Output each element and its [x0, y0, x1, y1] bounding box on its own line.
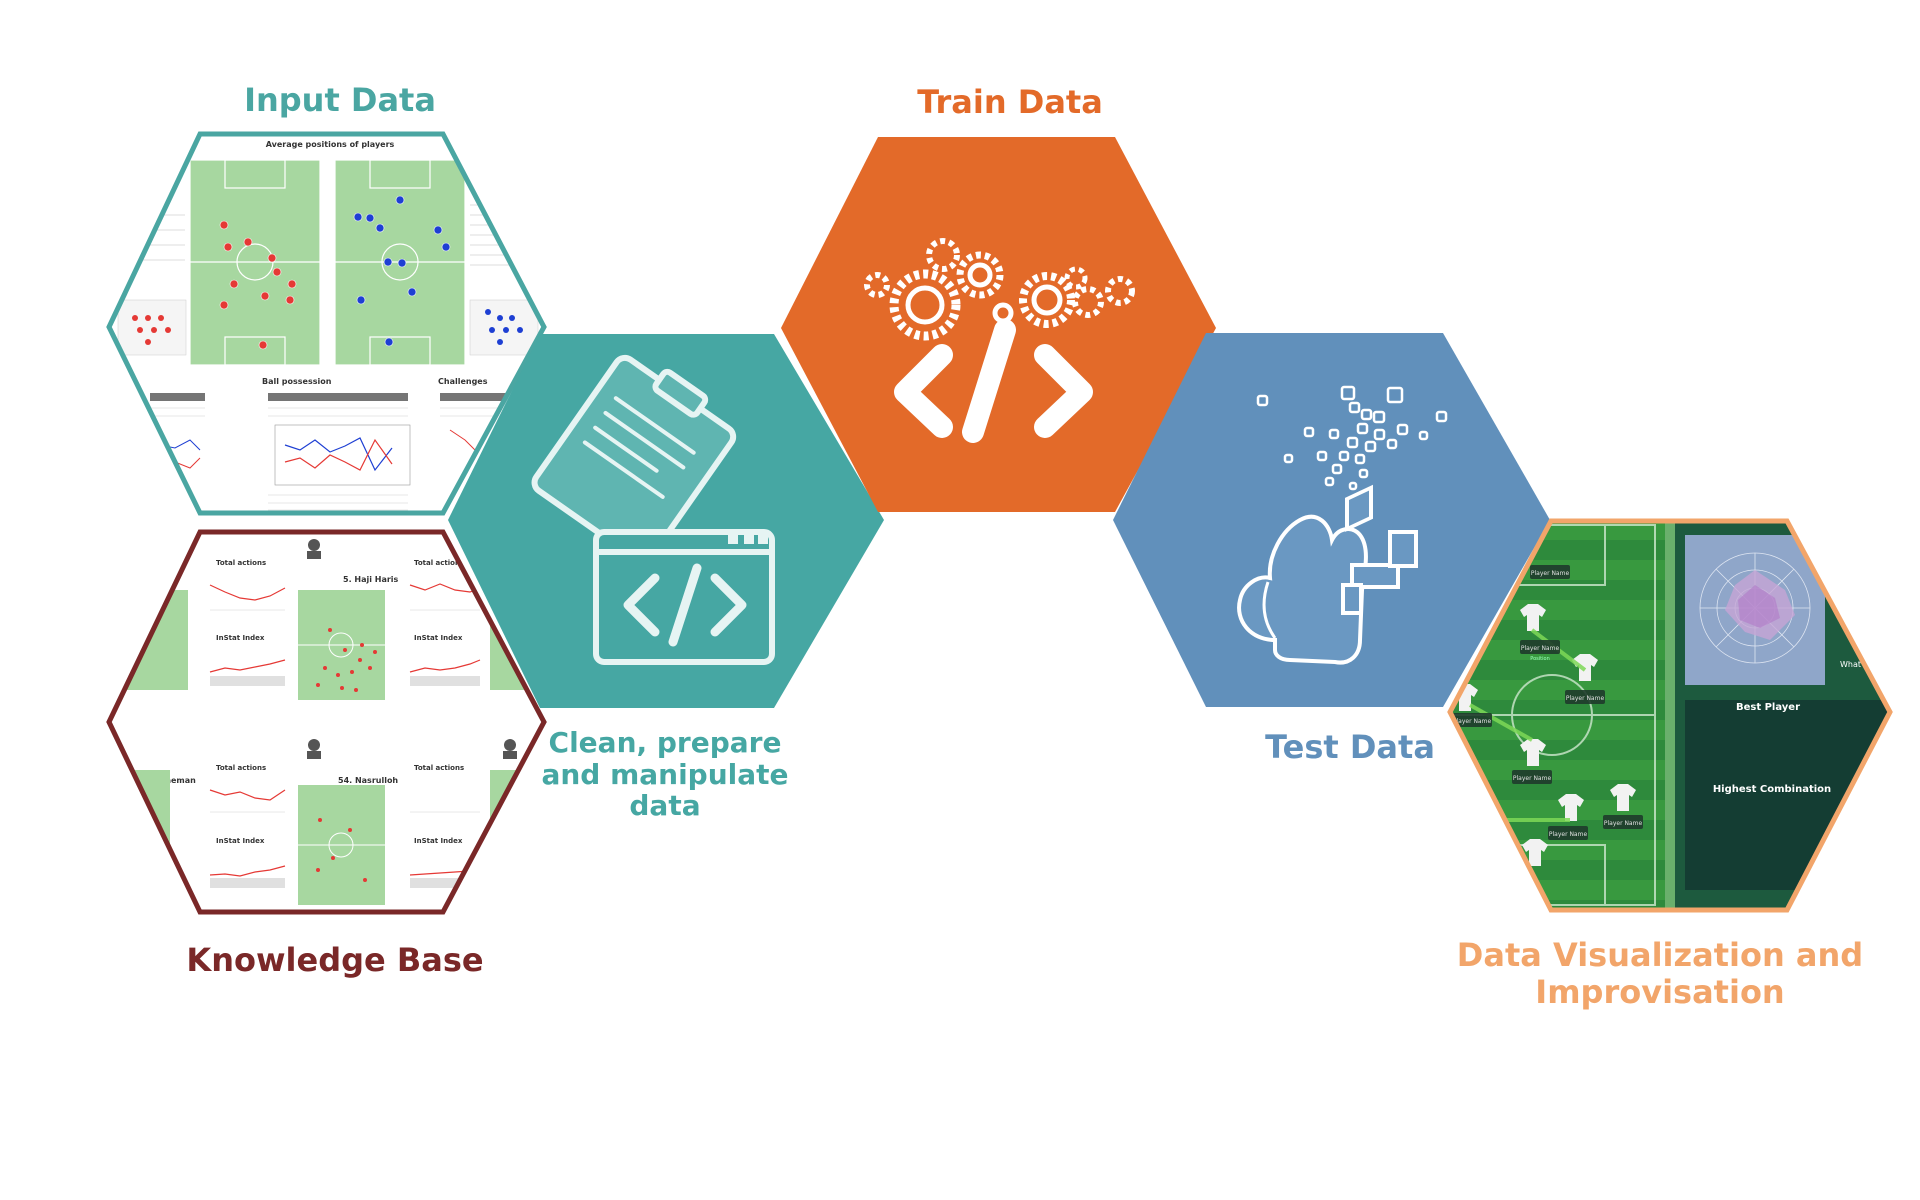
viz-player-name-6: Player Name	[1549, 831, 1588, 838]
input-data-thumbnail: Average positions of players	[109, 134, 544, 513]
clipboard-code-icon	[531, 354, 775, 665]
viz-position-label: Position	[1530, 656, 1549, 662]
kb-total-actions-label-3: Total actions	[216, 764, 266, 772]
data-visualization-label-line2: Improvisation	[1535, 972, 1785, 1011]
data-visualization-label-line1: Data Visualization and	[1456, 936, 1864, 974]
input-data-hexagon: Average positions of players	[106, 131, 547, 516]
input-title: Average positions of players	[266, 140, 395, 149]
blue-team-dots	[353, 195, 451, 347]
red-team-dots	[219, 220, 297, 350]
viz-what-is-label: What is	[1840, 660, 1870, 669]
input-data-hexagon-border	[106, 131, 547, 516]
kb-instat-index-label-3: InStat Index	[216, 837, 265, 845]
viz-best-player-label: Best Player	[1736, 702, 1800, 713]
challenges-label: Challenges	[438, 377, 488, 386]
kb-total-actions-label: Total actions	[216, 559, 266, 567]
clean-data-label-line2: and manipulate	[541, 757, 789, 791]
viz-player-name-3: Player Name	[1513, 775, 1552, 782]
clean-data-label-line3: data	[629, 789, 701, 823]
train-data-label: Train Data	[917, 83, 1103, 121]
kb-player-bottom-mid: 54. Nasrulloh	[338, 776, 398, 785]
viz-highest-combination-label: Highest Combination	[1713, 784, 1831, 795]
data-visualization-thumbnail: Player Name Player Name Player Name Play…	[1450, 521, 1890, 910]
knowledge-base-hexagon-border	[106, 529, 547, 915]
viz-player-name-7: Player Name	[1531, 570, 1570, 577]
input-data-label: Input Data	[244, 81, 436, 119]
test-data-hexagon	[1113, 333, 1550, 707]
viz-best-player-panel	[1685, 700, 1890, 890]
clean-data-hexagon	[448, 334, 884, 708]
ball-possession-label: Ball possession	[262, 377, 332, 386]
viz-player-name-1: Player Name	[1521, 645, 1560, 652]
data-particles	[1256, 385, 1448, 491]
data-visualization-label: Data Visualization and Improvisation	[1440, 937, 1880, 1011]
kb-instat-index-label-2: InStat Index	[414, 634, 463, 642]
gears-code-icon	[864, 238, 1135, 443]
viz-player-name-4: Player Name	[1453, 718, 1492, 725]
test-data-hexagon-fill	[1113, 333, 1550, 707]
kb-total-actions-label-2: Total actions	[414, 559, 464, 567]
knowledge-base-label: Knowledge Base	[186, 941, 484, 979]
kb-player-top: 5. Haji Haris	[343, 575, 399, 584]
train-data-hexagon	[781, 137, 1216, 512]
cloud-data-icon	[1237, 484, 1418, 665]
viz-player-name-2: Player Name	[1566, 695, 1605, 702]
kb-instat-index-label: InStat Index	[216, 634, 265, 642]
data-visualization-hexagon: Player Name Player Name Player Name Play…	[1447, 518, 1893, 913]
viz-player-name-5: Player Name	[1604, 820, 1643, 827]
clean-data-label-line1: Clean, prepare	[548, 726, 782, 759]
knowledge-base-hexagon: 5. Haji Haris 8. Sulaeman 54. Nasrulloh	[106, 529, 547, 915]
clean-data-label: Clean, prepare and manipulate data	[475, 727, 855, 822]
test-data-label: Test Data	[1265, 728, 1435, 766]
kb-instat-index-label-4: InStat Index	[414, 837, 463, 845]
knowledge-base-thumbnail: 5. Haji Haris 8. Sulaeman 54. Nasrulloh	[109, 532, 544, 912]
kb-total-actions-label-4: Total actions	[414, 764, 464, 772]
data-visualization-hexagon-border	[1447, 518, 1893, 913]
